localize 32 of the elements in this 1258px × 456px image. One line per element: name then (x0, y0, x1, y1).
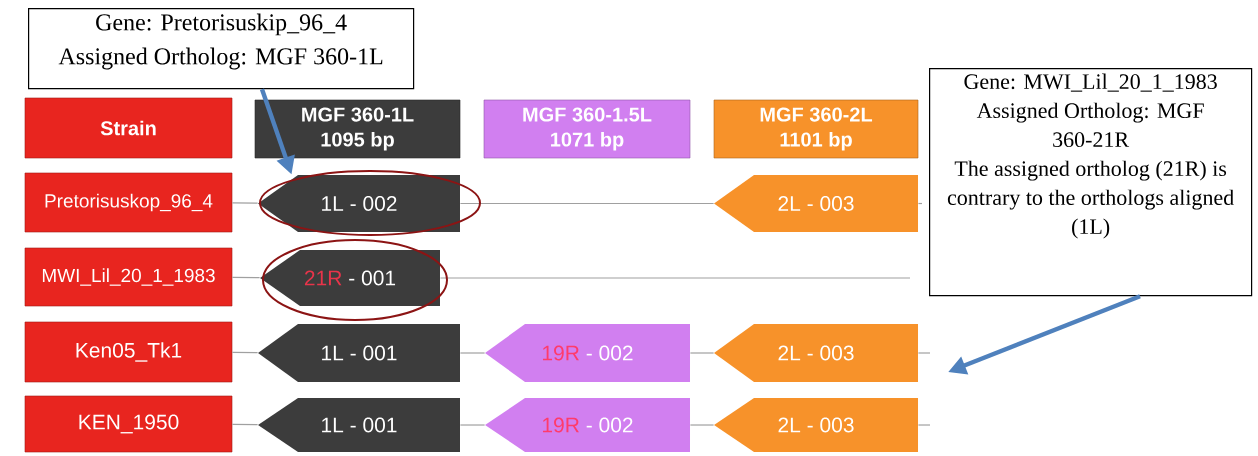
gene-block: 19R - 002 (485, 324, 690, 382)
strain-label: Pretorisuskop_96_4 (24, 172, 233, 233)
track-line (459, 202, 715, 205)
track-line (231, 351, 259, 354)
track-line (231, 276, 261, 279)
track-line (459, 352, 486, 354)
gene-block: 1L - 001 (258, 398, 460, 452)
track-line (689, 352, 715, 354)
track-line (689, 424, 715, 426)
gene-block: 1L - 001 (258, 324, 460, 382)
gene-block: 21R - 001 (260, 250, 440, 306)
callout-box: Gene: MWI_Lil_20_1_1983 Assigned Ortholog: MGF 360-21R The assigned ortholog (21R) is contrary to the orthologs aligned (1L) (929, 68, 1253, 297)
track-line (917, 202, 923, 205)
column-header: MGF 360-1L 1095 bp (254, 99, 461, 159)
strain-label: Ken05_Tk1 (24, 321, 233, 383)
track-line (917, 424, 931, 426)
track-line (231, 423, 259, 426)
strain-header: Strain (24, 97, 233, 159)
gene-block: 19R - 002 (485, 398, 690, 452)
track-line (231, 202, 259, 204)
column-header: MGF 360-1.5L 1071 bp (483, 99, 691, 159)
gene-block: 2L - 003 (714, 398, 918, 452)
callout-box: Gene: Pretorisuskip_96_4 Assigned Ortholog: MGF 360-1L (28, 8, 415, 90)
gene-block: 2L - 003 (714, 175, 918, 232)
gene-block: 2L - 003 (714, 324, 918, 382)
track-line (917, 352, 931, 354)
strain-label: MWI_Lil_20_1_1983 (24, 247, 233, 307)
track-line (459, 424, 486, 426)
gene-block: 1L - 002 (258, 175, 460, 232)
track-line (439, 277, 911, 279)
column-header: MGF 360-2L 1101 bp (713, 99, 919, 159)
strain-label: KEN_1950 (24, 395, 233, 453)
